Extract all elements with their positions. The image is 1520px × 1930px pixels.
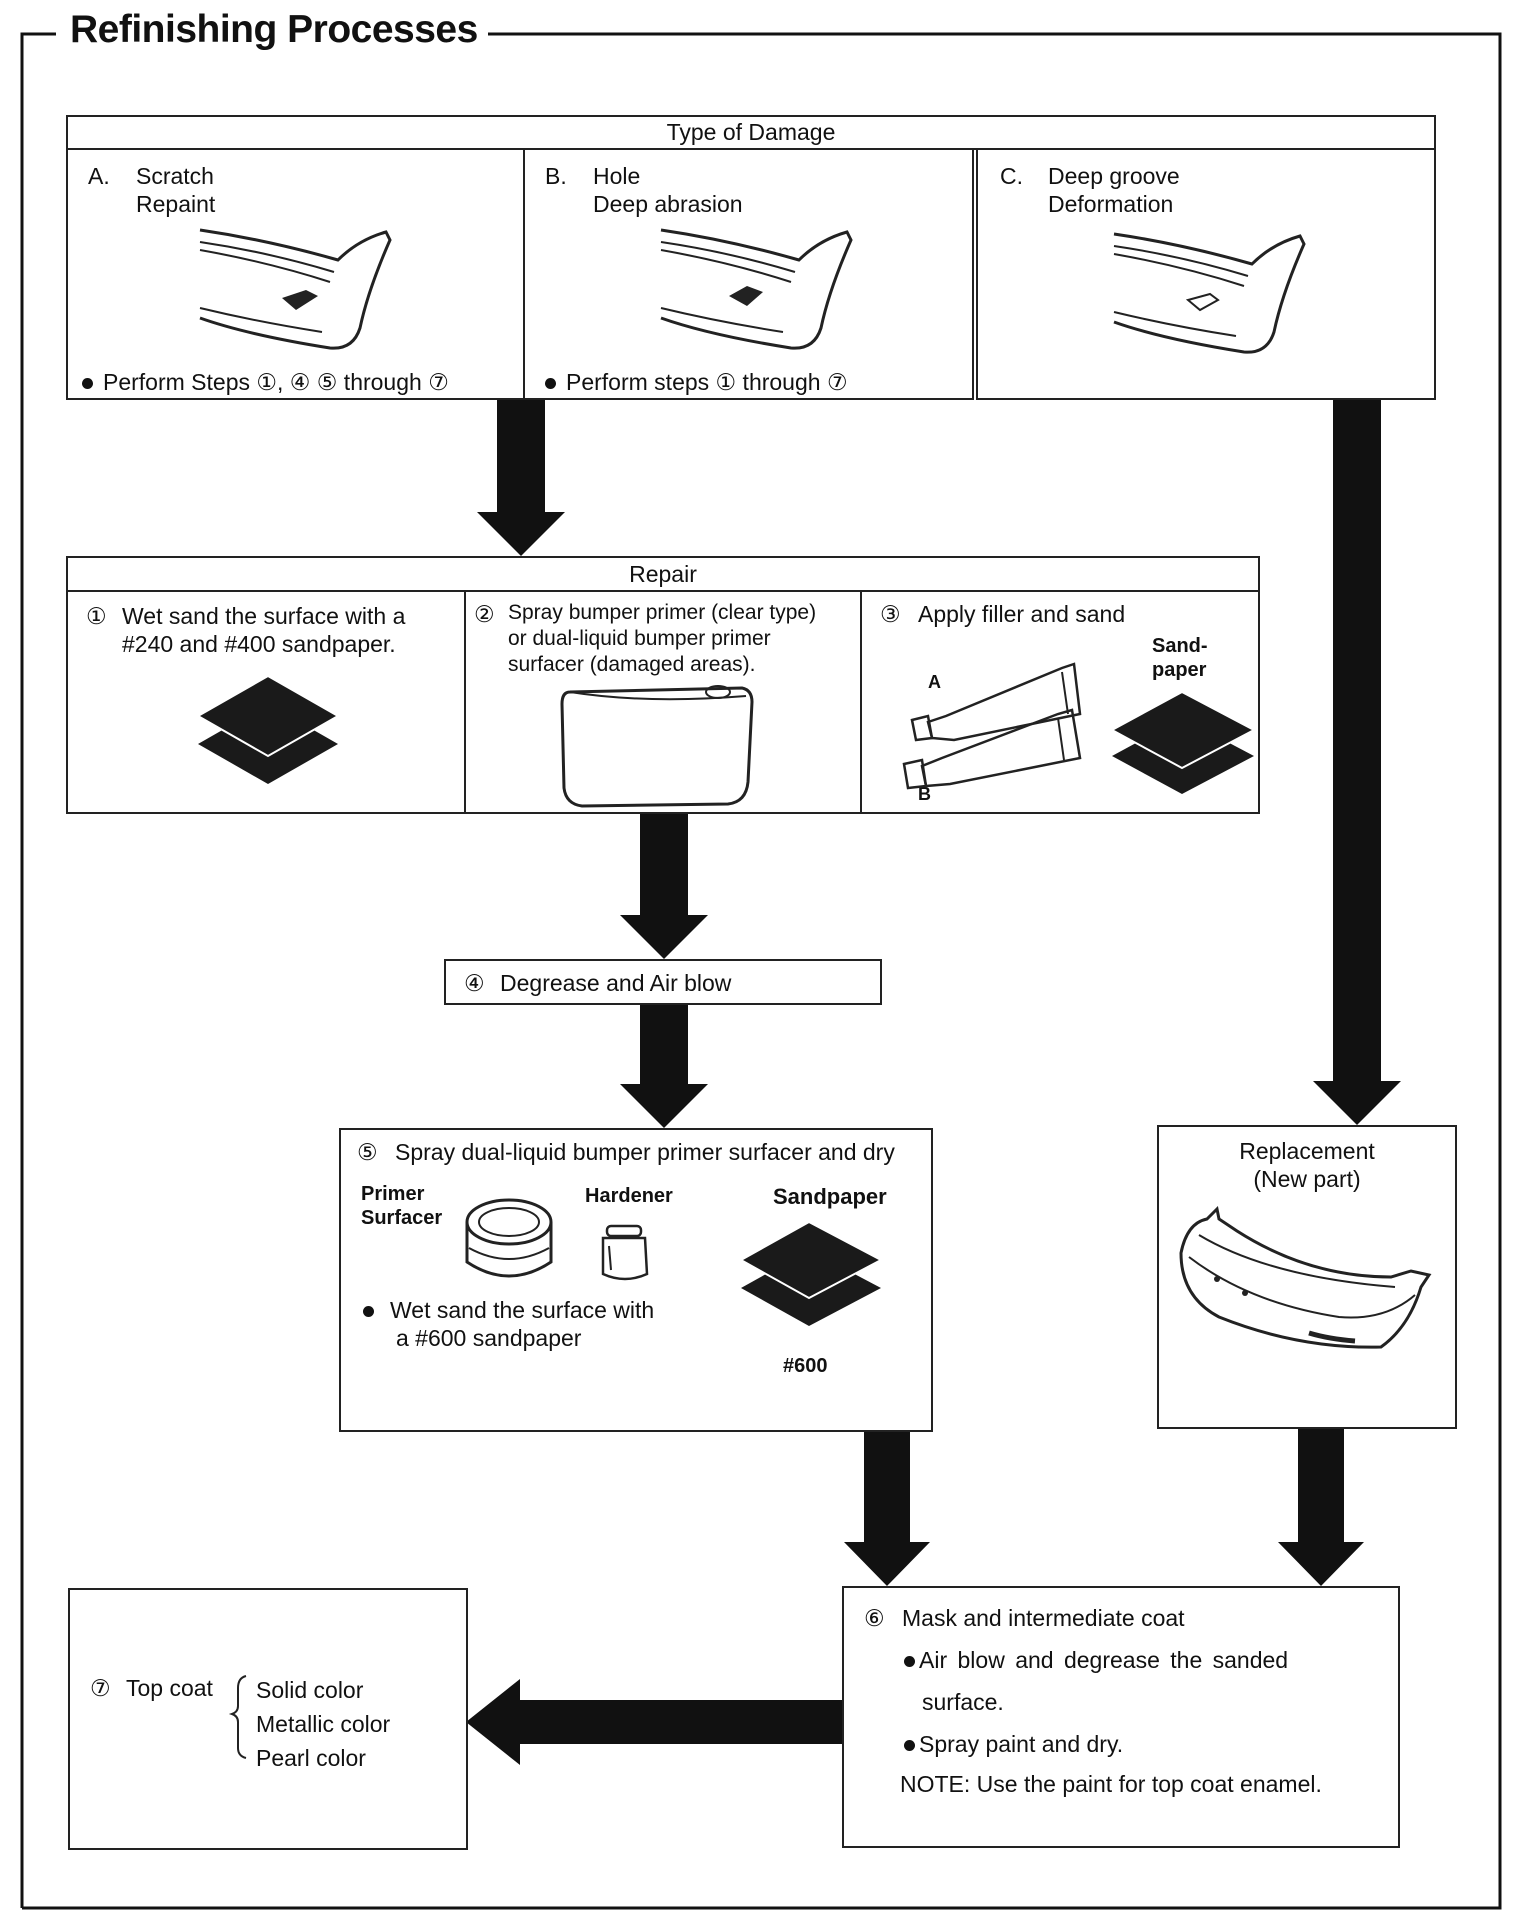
bullet-icon bbox=[904, 1740, 915, 1752]
arrow-step6-to-step7 bbox=[466, 1679, 842, 1765]
repair-step2-line3: surfacer (damaged areas). bbox=[508, 653, 756, 676]
damage-b-letter: B. bbox=[545, 163, 567, 189]
filler-tubes-icon bbox=[902, 662, 1082, 790]
step5-note: Wet sand the surface with bbox=[363, 1296, 654, 1324]
damage-a-panel: A. Scratch Repaint Perform Steps ①, ④ ⑤ … bbox=[66, 148, 525, 400]
step6-bullet1-line2: surface. bbox=[922, 1689, 1004, 1715]
hardener-label: Hardener bbox=[585, 1185, 673, 1207]
bumper-deformation-illustration bbox=[1113, 232, 1306, 354]
hardener-bottle-icon bbox=[601, 1224, 649, 1281]
step6-box: ⑥ Mask and intermediate coat Air blow an… bbox=[842, 1586, 1400, 1848]
repair-step1-panel: ① Wet sand the surface with a #240 and #… bbox=[66, 590, 466, 814]
sandpaper-label: Sandpaper bbox=[773, 1184, 887, 1209]
bumper-hole-illustration bbox=[660, 228, 853, 350]
arrow-replacement-to-step6 bbox=[1278, 1428, 1364, 1586]
repair-step3-panel: ③ Apply filler and sand Sand- paper A B bbox=[860, 590, 1260, 814]
repair-step2-num: ② bbox=[474, 601, 495, 627]
damage-c-line2: Deformation bbox=[1048, 191, 1174, 217]
repair-step3-sand-line2: paper bbox=[1152, 659, 1207, 681]
repair-step2-line1: Spray bumper primer (clear type) bbox=[508, 601, 817, 624]
bumper-scratch-illustration bbox=[199, 228, 392, 350]
damage-b-panel: B. Hole Deep abrasion Perform steps ① th… bbox=[523, 148, 974, 400]
replacement-line1: Replacement bbox=[1239, 1138, 1375, 1164]
step6-bullet1: Air blow and degrease the sanded bbox=[904, 1646, 1288, 1674]
damage-c-line1: Deep groove bbox=[1048, 163, 1180, 189]
replacement-line2: (New part) bbox=[1253, 1166, 1361, 1192]
page-title: Refinishing Processes bbox=[70, 8, 478, 51]
step7-text: Top coat bbox=[126, 1675, 213, 1701]
step7-option-pearl: Pearl color bbox=[256, 1745, 366, 1771]
damage-b-steps: Perform steps ① through ⑦ bbox=[545, 368, 848, 396]
repair-step1-line2: #240 and #400 sandpaper. bbox=[122, 631, 396, 657]
filler-tube-a-label: A bbox=[928, 672, 941, 692]
step7-option-solid: Solid color bbox=[256, 1677, 364, 1703]
step7-num: ⑦ bbox=[90, 1675, 111, 1701]
repair-step3-text: Apply filler and sand bbox=[918, 601, 1126, 627]
bullet-icon bbox=[904, 1656, 915, 1668]
damage-header: Type of Damage bbox=[66, 115, 1436, 150]
sandpaper-icon bbox=[738, 1220, 884, 1326]
damage-a-letter: A. bbox=[88, 163, 110, 189]
repair-header: Repair bbox=[66, 556, 1260, 592]
arrow-step5-to-step6 bbox=[844, 1431, 930, 1586]
damage-a-steps-text: Perform Steps ①, ④ ⑤ through ⑦ bbox=[103, 369, 449, 395]
step6-bullet2-text: Spray paint and dry. bbox=[919, 1731, 1124, 1757]
damage-a-line1: Scratch bbox=[136, 163, 214, 189]
damage-a-steps: Perform Steps ①, ④ ⑤ through ⑦ bbox=[82, 368, 449, 396]
primer-label-line1: Primer bbox=[361, 1183, 425, 1205]
step5-note-line1: Wet sand the surface with bbox=[390, 1297, 655, 1323]
step6-bullet2: Spray paint and dry. bbox=[904, 1730, 1123, 1758]
grit-label: #600 bbox=[783, 1355, 828, 1377]
flow-arrows bbox=[466, 400, 1401, 1765]
repair-step3-sand-line1: Sand- bbox=[1152, 635, 1208, 657]
arrow-repair-to-degrease bbox=[620, 813, 708, 959]
replacement-box: Replacement (New part) bbox=[1157, 1125, 1457, 1429]
repair-step2-line2: or dual-liquid bumper primer bbox=[508, 627, 771, 650]
step5-box: ⑤ Spray dual-liquid bumper primer surfac… bbox=[339, 1128, 933, 1432]
brace-icon bbox=[228, 1675, 247, 1759]
arrow-damage-to-repair bbox=[477, 400, 565, 556]
step5-note-line2: a #600 sandpaper bbox=[396, 1325, 582, 1351]
sandpaper-icon bbox=[195, 674, 341, 784]
damage-a-line2: Repaint bbox=[136, 191, 216, 217]
damage-header-label: Type of Damage bbox=[666, 119, 836, 145]
repair-header-label: Repair bbox=[629, 561, 697, 587]
repair-step1-num: ① bbox=[86, 603, 107, 629]
arrow-damage-to-replacement bbox=[1313, 400, 1401, 1125]
damage-c-letter: C. bbox=[1000, 163, 1023, 189]
arrow-degrease-to-step5 bbox=[620, 1005, 708, 1128]
bullet-icon bbox=[545, 378, 556, 390]
step6-bullet1-line1: Air blow and degrease the sanded bbox=[919, 1647, 1289, 1673]
step5-num: ⑤ bbox=[357, 1139, 378, 1165]
primer-can-icon bbox=[560, 685, 754, 808]
step6-text: Mask and intermediate coat bbox=[902, 1605, 1185, 1631]
sandpaper-icon bbox=[1109, 690, 1257, 794]
step7-option-metallic: Metallic color bbox=[256, 1711, 391, 1737]
bullet-icon bbox=[363, 1306, 374, 1318]
filler-tube-b-label: B bbox=[918, 784, 931, 804]
step6-num: ⑥ bbox=[864, 1605, 885, 1631]
primer-can-icon bbox=[465, 1198, 553, 1278]
damage-c-panel: C. Deep groove Deformation bbox=[976, 148, 1436, 400]
step4-text: Degrease and Air blow bbox=[500, 970, 732, 996]
step4-num: ④ bbox=[464, 970, 485, 996]
damage-b-line1: Hole bbox=[593, 163, 641, 189]
step7-box: ⑦ Top coat Solid color Metallic color Pe… bbox=[68, 1588, 468, 1850]
step4-degrease-box: ④ Degrease and Air blow bbox=[444, 959, 882, 1005]
repair-step1-line1: Wet sand the surface with a bbox=[122, 603, 406, 629]
step6-note: NOTE: Use the paint for top coat enamel. bbox=[900, 1771, 1322, 1797]
new-bumper-illustration bbox=[1179, 1205, 1432, 1349]
step5-text: Spray dual-liquid bumper primer surfacer… bbox=[395, 1139, 895, 1165]
primer-label-line2: Surfacer bbox=[361, 1207, 443, 1229]
repair-step2-panel: ② Spray bumper primer (clear type) or du… bbox=[464, 590, 862, 814]
repair-step3-num: ③ bbox=[880, 601, 901, 627]
bullet-icon bbox=[82, 378, 93, 390]
damage-b-line2: Deep abrasion bbox=[593, 191, 743, 217]
damage-b-steps-text: Perform steps ① through ⑦ bbox=[566, 369, 848, 395]
